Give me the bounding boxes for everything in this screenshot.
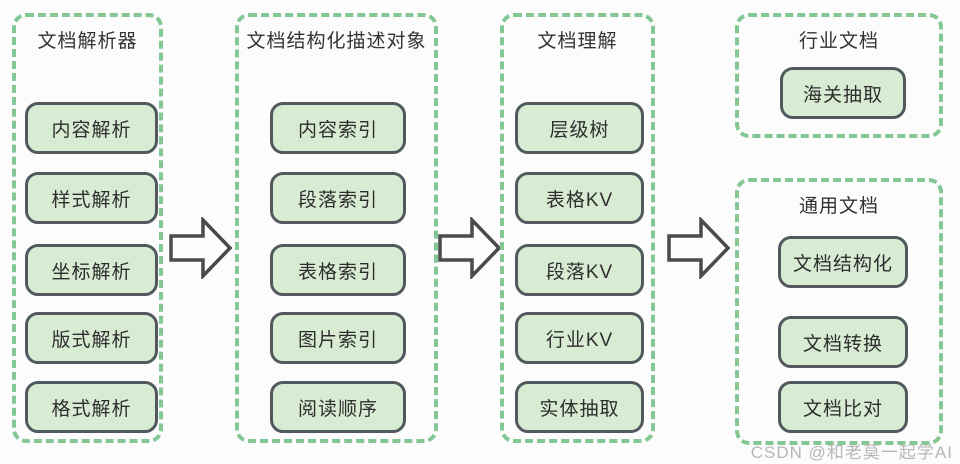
node-content-index: 内容索引 (270, 102, 406, 154)
group-document-parser: 文档解析器 内容解析 样式解析 坐标解析 版式解析 格式解析 (12, 13, 163, 443)
node-image-index: 图片索引 (270, 312, 406, 364)
watermark: CSDN @和老莫一起学AI (750, 443, 953, 462)
node-coordinate-parse: 坐标解析 (25, 244, 158, 296)
group-title: 文档结构化描述对象 (246, 31, 427, 52)
node-hierarchy-tree: 层级树 (515, 102, 644, 154)
node-paragraph-index: 段落索引 (270, 172, 406, 224)
node-document-structuring: 文档结构化 (778, 236, 908, 288)
node-format-parse: 格式解析 (25, 381, 158, 433)
node-table-index: 表格索引 (270, 244, 406, 296)
node-entity-extraction: 实体抽取 (515, 381, 644, 433)
group-title: 文档理解 (537, 31, 618, 52)
node-document-conversion: 文档转换 (778, 316, 908, 368)
node-style-parse: 样式解析 (25, 172, 158, 224)
group-general-documents: 通用文档 文档结构化 文档转换 文档比对 (735, 178, 943, 445)
flow-arrow-right-3 (667, 217, 731, 279)
node-document-comparison: 文档比对 (778, 381, 908, 433)
node-content-parse: 内容解析 (25, 102, 158, 154)
node-reading-order: 阅读顺序 (270, 381, 406, 433)
flow-arrow-right-2 (438, 217, 502, 279)
group-title: 通用文档 (798, 196, 879, 217)
group-title: 行业文档 (798, 31, 879, 52)
node-paragraph-kv: 段落KV (515, 244, 644, 296)
group-structured-description: 文档结构化描述对象 内容索引 段落索引 表格索引 图片索引 阅读顺序 (235, 13, 438, 443)
node-layout-parse: 版式解析 (25, 312, 158, 364)
group-document-understanding: 文档理解 层级树 表格KV 段落KV 行业KV 实体抽取 (500, 13, 655, 443)
node-table-kv: 表格KV (515, 172, 644, 224)
group-industry-documents: 行业文档 海关抽取 (735, 13, 943, 138)
flow-arrow-right-1 (169, 217, 233, 279)
node-customs-extraction: 海关抽取 (780, 67, 906, 119)
node-industry-kv: 行业KV (515, 312, 644, 364)
group-title: 文档解析器 (37, 31, 138, 52)
